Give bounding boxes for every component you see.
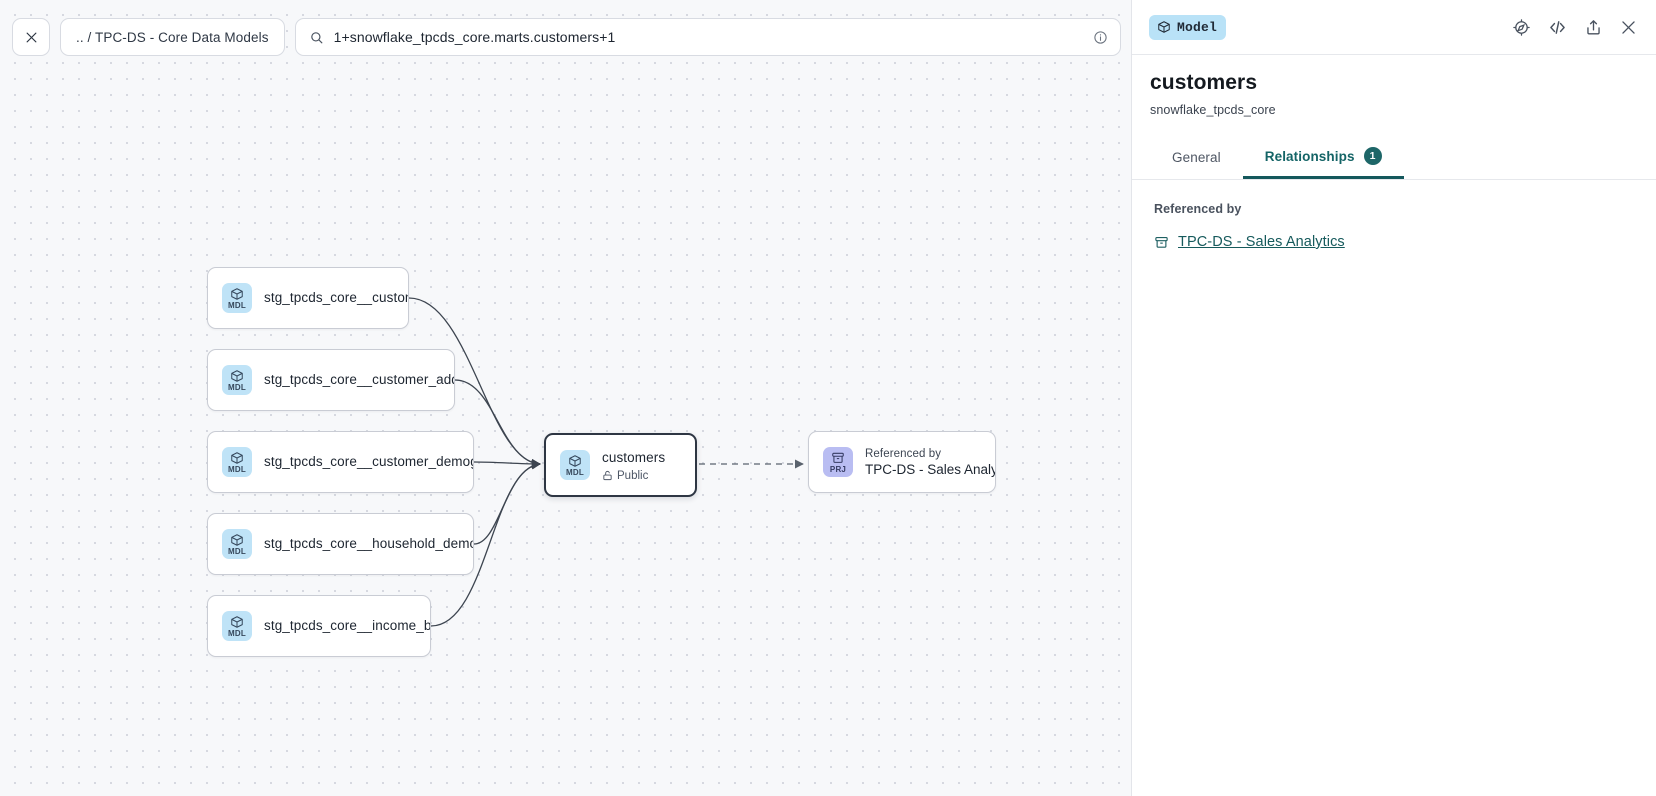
graph-node-stg-customer-demographics[interactable]: MDL stg_tpcds_core__customer_demogra… <box>207 431 474 493</box>
share-icon[interactable] <box>1584 18 1603 37</box>
node-title: stg_tpcds_core__income_band <box>264 618 430 633</box>
graph-node-stg-income-band[interactable]: MDL stg_tpcds_core__income_band <box>207 595 431 657</box>
graph-nodes: MDL stg_tpcds_core__customer MDL stg_tpc… <box>207 267 996 657</box>
model-badge: MDL <box>222 529 252 559</box>
lock-icon <box>602 470 613 481</box>
graph-node-stg-customer-address[interactable]: MDL stg_tpcds_core__customer_address <box>207 349 455 411</box>
node-body: customers Public <box>602 449 665 482</box>
code-icon[interactable] <box>1547 17 1568 38</box>
cube-icon <box>230 369 244 383</box>
node-title: stg_tpcds_core__household_demogr… <box>264 536 473 551</box>
panel-actions <box>1512 17 1638 38</box>
list-item[interactable]: TPC-DS - Sales Analytics <box>1154 234 1638 250</box>
node-title: stg_tpcds_core__customer_demogra… <box>264 454 473 469</box>
entity-type-chip: Model <box>1149 14 1227 40</box>
node-body: stg_tpcds_core__income_band <box>264 617 430 635</box>
cube-icon <box>568 454 582 468</box>
node-title: TPC-DS - Sales Analytics <box>865 461 995 477</box>
project-badge: PRJ <box>823 447 853 477</box>
node-visibility: Public <box>602 470 665 482</box>
badge-text: MDL <box>228 629 246 638</box>
node-body: stg_tpcds_core__customer <box>264 289 408 307</box>
lineage-canvas[interactable]: MDL stg_tpcds_core__customer MDL stg_tpc… <box>0 0 1131 796</box>
cube-icon <box>230 451 244 465</box>
cube-icon <box>230 287 244 301</box>
badge-text: MDL <box>566 468 584 477</box>
close-icon[interactable] <box>1619 18 1638 37</box>
node-body: stg_tpcds_core__customer_address <box>264 371 454 389</box>
page-title: customers <box>1150 71 1258 94</box>
tab-relationships[interactable]: Relationships 1 <box>1242 137 1404 179</box>
node-kicker: Referenced by <box>865 447 942 460</box>
search-icon <box>309 30 324 45</box>
lineage-toolbar: .. / TPC-DS - Core Data Models <box>12 18 1131 56</box>
page-subtitle: snowflake_tpcds_core <box>1150 103 1276 117</box>
cube-icon <box>230 533 244 547</box>
info-circle-icon[interactable] <box>1093 30 1108 45</box>
tab-count-badge: 1 <box>1363 147 1382 165</box>
lineage-search-bar[interactable] <box>294 18 1121 56</box>
archive-icon <box>831 451 845 465</box>
tab-label: Relationships <box>1264 148 1355 164</box>
reference-link[interactable]: TPC-DS - Sales Analytics <box>1178 234 1345 250</box>
details-title-block: customers snowflake_tpcds_core <box>1132 55 1656 117</box>
chip-label: Model <box>1177 19 1218 35</box>
section-label-referenced-by: Referenced by <box>1154 202 1242 216</box>
graph-node-customers-selected[interactable]: MDL customers Public <box>544 433 697 497</box>
relationships-content: Referenced by TPC-DS - Sales Analytics <box>1132 180 1656 796</box>
badge-text: MDL <box>228 301 246 310</box>
node-title: stg_tpcds_core__customer <box>264 290 408 305</box>
visibility-label: Public <box>617 469 649 482</box>
breadcrumb[interactable]: .. / TPC-DS - Core Data Models <box>60 18 285 56</box>
cube-icon <box>1157 20 1171 34</box>
model-badge: MDL <box>222 447 252 477</box>
close-lineage-button[interactable] <box>12 18 50 56</box>
explore-icon[interactable] <box>1512 18 1531 37</box>
graph-node-project-referenced-by[interactable]: PRJ Referenced by TPC-DS - Sales Analyti… <box>808 431 996 493</box>
node-body: stg_tpcds_core__household_demogr… <box>264 535 473 553</box>
details-panel: Model <box>1131 0 1656 796</box>
node-body: stg_tpcds_core__customer_demogra… <box>264 453 473 471</box>
tab-label: General <box>1172 150 1221 165</box>
details-tabs: General Relationships 1 <box>1132 137 1656 180</box>
close-icon <box>24 30 39 45</box>
badge-text: PRJ <box>829 465 847 474</box>
model-badge: MDL <box>222 283 252 313</box>
search-input[interactable] <box>333 29 1083 45</box>
graph-node-stg-customer[interactable]: MDL stg_tpcds_core__customer <box>207 267 409 329</box>
graph-node-stg-household-demographics[interactable]: MDL stg_tpcds_core__household_demogr… <box>207 513 474 575</box>
badge-text: MDL <box>228 547 246 556</box>
node-title: customers <box>602 449 666 465</box>
cube-icon <box>230 615 244 629</box>
node-title: stg_tpcds_core__customer_address <box>264 372 454 387</box>
model-badge: MDL <box>222 611 252 641</box>
model-badge: MDL <box>222 365 252 395</box>
badge-text: MDL <box>228 465 246 474</box>
tab-general[interactable]: General <box>1150 140 1243 179</box>
node-body: Referenced by TPC-DS - Sales Analytics <box>865 448 995 477</box>
badge-text: MDL <box>228 383 246 392</box>
model-badge: MDL <box>560 450 590 480</box>
details-panel-header: Model <box>1132 0 1656 55</box>
archive-icon <box>1154 235 1169 250</box>
breadcrumb-label: .. / TPC-DS - Core Data Models <box>76 29 269 45</box>
